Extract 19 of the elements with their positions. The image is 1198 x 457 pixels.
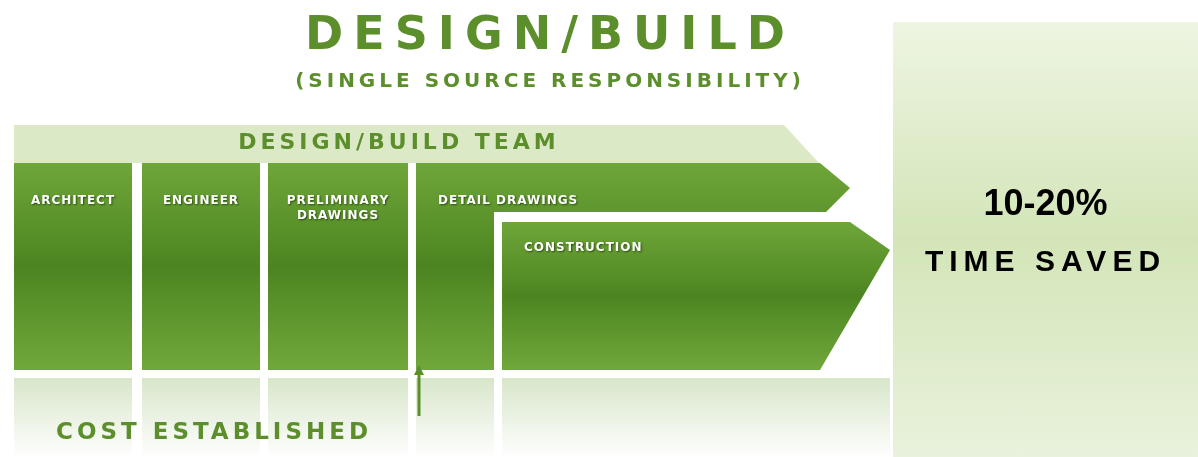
arrow-band bbox=[502, 222, 890, 370]
box-label: DETAIL DRAWINGS bbox=[438, 193, 580, 208]
process-box bbox=[142, 163, 260, 370]
team-band bbox=[14, 125, 819, 163]
process-box bbox=[268, 163, 408, 370]
subtitle: (SINGLE SOURCE RESPONSIBILITY) bbox=[294, 68, 806, 92]
process-box bbox=[14, 163, 132, 370]
panel-text: TIME SAVED bbox=[923, 244, 1168, 278]
box-label: PRELIMINARY DRAWINGS bbox=[285, 193, 391, 223]
band-title: DESIGN/BUILD TEAM bbox=[237, 129, 561, 154]
title: DESIGN/BUILD bbox=[304, 6, 796, 60]
milestone-label: COST ESTABLISHED bbox=[56, 418, 373, 444]
result-panel bbox=[893, 22, 1198, 457]
arrow bbox=[414, 365, 424, 416]
percentage-text: 10-20% bbox=[982, 182, 1109, 224]
box-label: ARCHITECT bbox=[29, 193, 117, 208]
arrow-band bbox=[416, 163, 852, 370]
box-label: CONSTRUCTION bbox=[524, 240, 644, 255]
box-label: ENGINEER bbox=[161, 193, 241, 208]
